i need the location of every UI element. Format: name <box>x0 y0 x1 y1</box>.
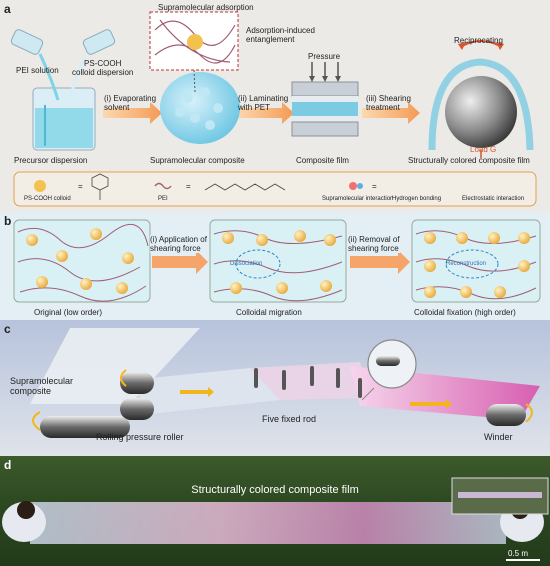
legend-electrostatic: Electrostatic interaction <box>462 196 525 202</box>
caption-composite: Supramolecular composite <box>150 156 245 165</box>
arrow-icon <box>236 102 294 124</box>
panel-c: c Supramolecular composite Rolling press… <box>0 320 550 456</box>
step-i-label: (i) Application of shearing force <box>150 235 207 253</box>
panel-label: c <box>4 322 11 336</box>
magnifier-leader <box>361 387 375 401</box>
reciprocating-label: Reciprocating <box>454 36 503 45</box>
colloid-icon <box>34 180 46 192</box>
person-figure <box>2 501 46 542</box>
panel-d-graphics <box>2 477 549 561</box>
ps-cooh-label: PS-COOH colloid dispersion <box>72 59 134 77</box>
bottle-icon <box>10 29 116 101</box>
caption-film: Composite film <box>296 156 349 165</box>
panel-d: d Structurally colored composite film 0.… <box>0 456 550 566</box>
arrow-icon <box>180 387 214 397</box>
legend-equals: = <box>78 182 83 191</box>
rotation-arrow-icon <box>525 403 533 423</box>
step-iii-label: (iii) Shearing treatment <box>366 94 411 112</box>
rotation-arrow-icon <box>120 369 127 387</box>
zoom-inset <box>149 11 239 93</box>
arrow-icon <box>350 250 410 274</box>
supramolecular-adsorption-label: Supramolecular adsorption <box>158 3 254 12</box>
scale-label: 0.5 m <box>508 549 529 558</box>
photo-title: Structurally colored composite film <box>191 484 359 496</box>
panel-a: a PEI solution PS-COOH colloid dispersio… <box>0 0 550 212</box>
box-original <box>13 219 151 303</box>
structure-formula-icon <box>91 173 109 200</box>
composite-cluster-icon <box>160 72 240 144</box>
dissociation-label: Dissociation <box>230 261 263 267</box>
step-ii-label: (ii) Removal of shearing force <box>348 235 400 253</box>
box-migration <box>209 219 347 303</box>
five-fixed-rod-label: Five fixed rod <box>262 414 317 424</box>
panel-label: d <box>4 458 12 472</box>
panel-c-graphics <box>30 328 540 438</box>
legend-box <box>13 171 537 207</box>
caption-migration: Colloidal migration <box>236 308 302 317</box>
arrow-icon <box>362 102 420 124</box>
rolling-roller-label: Rolling pressure roller <box>96 432 184 442</box>
arrow-icon <box>152 250 208 274</box>
step-i-label: (i) Evaporating solvent <box>104 94 157 112</box>
pressure-roller-icon <box>120 372 154 394</box>
photo-film-strip <box>30 502 506 544</box>
interaction-icon <box>349 182 357 190</box>
magnifier-rod-icon <box>376 356 400 366</box>
dissociation-ring <box>235 249 281 279</box>
winder-roll-icon <box>486 404 526 426</box>
winder-label: Winder <box>484 432 513 442</box>
arrow-icon <box>103 102 162 124</box>
load-label: Load G <box>470 145 497 154</box>
interaction-icon <box>357 183 363 189</box>
arrow-icon <box>410 399 452 409</box>
inset-film-strip <box>458 492 542 498</box>
structure-formula-icon <box>204 183 286 191</box>
shearing-ball-icon <box>428 40 534 158</box>
caption-original: Original (low order) <box>34 308 103 317</box>
pressure-label: Pressure <box>308 52 341 61</box>
step-ii-label: (ii) Laminating with PET <box>238 94 289 112</box>
panel-b-graphics <box>13 219 541 303</box>
legend-equals: = <box>372 182 377 191</box>
pei-chain-icon <box>154 182 172 190</box>
panel-a-graphics <box>10 11 537 207</box>
fixed-rod-icons <box>254 366 362 398</box>
adsorption-entanglement-label: Adsorption-induced entanglement <box>246 26 315 44</box>
feed-roll-icon <box>40 416 130 438</box>
pressure-roller-icon <box>120 398 154 420</box>
reconstruction-label: Reconstruction <box>446 261 487 267</box>
film-strip <box>30 328 200 404</box>
panel-label: a <box>4 2 11 16</box>
colloid-particles <box>26 228 530 298</box>
panel-label: b <box>4 214 12 228</box>
caption-fixation: Colloidal fixation (high order) <box>414 308 516 317</box>
pei-solution-label: PEI solution <box>16 66 59 75</box>
legend-pei: PEI <box>158 196 168 202</box>
reconstruction-ring <box>445 249 499 279</box>
box-fixation <box>411 219 541 303</box>
legend-hydrogen-bonding: Hydrogen bonding <box>392 196 442 202</box>
beaker-icon <box>32 87 96 151</box>
supramolecular-composite-label: Supramolecular composite <box>10 376 74 396</box>
press-icon <box>291 62 359 137</box>
legend-supramolecular-interaction: Supramolecular interaction <box>322 196 394 202</box>
legend-ps-colloid: PS-COOH colloid <box>24 196 71 202</box>
legend-equals: = <box>186 182 191 191</box>
caption-precursor: Precursor dispersion <box>14 156 88 165</box>
caption-structural: Structurally colored composite film <box>408 156 530 165</box>
rotation-arrow-icon <box>32 411 41 431</box>
panel-b: b (i) Application of shearing force (ii)… <box>0 212 550 320</box>
